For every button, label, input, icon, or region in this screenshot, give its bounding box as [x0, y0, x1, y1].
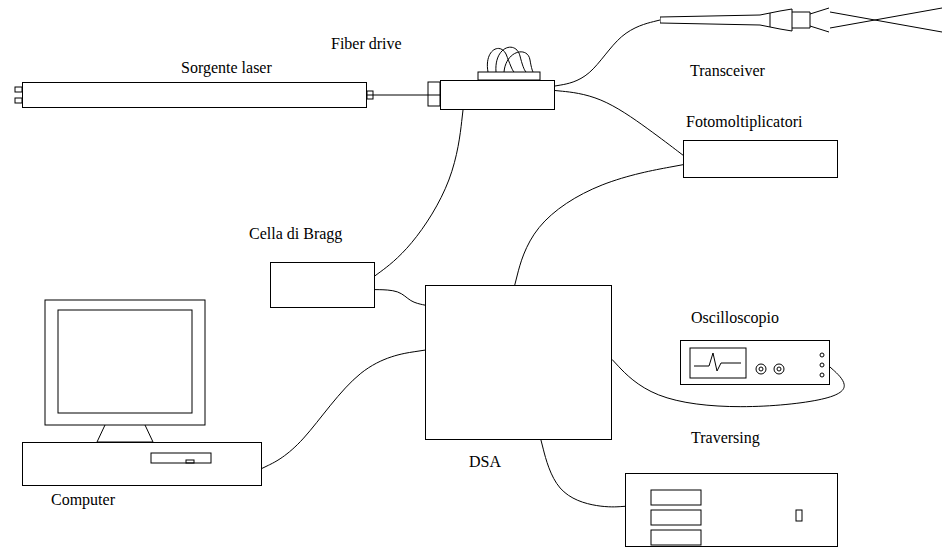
power-switch	[796, 510, 802, 521]
device-label: Transceiver	[690, 62, 765, 80]
display-panel	[651, 490, 701, 505]
device-label: DSA	[469, 453, 501, 471]
scope-jack	[820, 363, 824, 367]
scope-knob	[777, 367, 781, 371]
probe-lens	[792, 8, 829, 32]
cable	[262, 350, 425, 468]
fiber-loop	[496, 47, 526, 72]
device-label: Oscilloscopio	[691, 309, 779, 327]
scope-knob	[774, 364, 784, 374]
cable	[555, 91, 683, 156]
device-label: Traversing	[691, 429, 760, 447]
device: Traversing	[625, 473, 838, 547]
device: Fotomoltiplicatori	[683, 140, 838, 178]
device-label: Computer	[51, 491, 115, 509]
pc-front	[23, 443, 261, 485]
scope-screen	[690, 348, 746, 378]
device-label: Fotomoltiplicatori	[686, 113, 802, 131]
probe-ring	[770, 13, 771, 27]
scope-knob	[756, 364, 766, 374]
device: Sorgente laser	[22, 82, 367, 108]
cable	[541, 440, 625, 507]
device-label: Cella di Bragg	[249, 225, 342, 243]
fiber-drive-knob	[428, 82, 440, 106]
monitor-screen	[58, 310, 192, 413]
cable	[375, 290, 425, 306]
monitor-stand	[97, 425, 153, 442]
device: Transceiver	[660, 4, 830, 36]
laser-knob	[15, 87, 22, 92]
fiber-coupler	[478, 72, 540, 80]
laser-beam	[830, 8, 942, 28]
cable	[515, 165, 683, 285]
scope-jack	[820, 373, 824, 377]
device: Oscilloscopio	[680, 340, 830, 385]
floppy-button	[186, 460, 194, 463]
probe-outline	[660, 4, 830, 36]
laser-beam	[830, 12, 942, 32]
device: Fiber drive	[440, 80, 555, 110]
fiber-loop	[504, 52, 533, 72]
device: DSA	[425, 285, 612, 440]
scope-trace	[694, 353, 741, 371]
probe-body	[660, 9, 792, 31]
scope-knob	[759, 367, 763, 371]
display-panel	[651, 530, 701, 545]
device-label: Fiber drive	[331, 35, 402, 53]
laser-knob	[15, 98, 22, 103]
cable	[375, 110, 463, 276]
floppy-drive	[151, 453, 211, 463]
traverse-front	[626, 474, 837, 546]
scope-jack	[820, 353, 824, 357]
display-panel	[651, 510, 701, 525]
device: Computer	[22, 442, 262, 486]
device-label: Sorgente laser	[181, 59, 272, 77]
device: Cella di Bragg	[270, 262, 375, 308]
cable	[555, 20, 660, 86]
cable	[367, 95, 440, 96]
scope-front	[681, 341, 829, 384]
monitor	[45, 300, 205, 425]
